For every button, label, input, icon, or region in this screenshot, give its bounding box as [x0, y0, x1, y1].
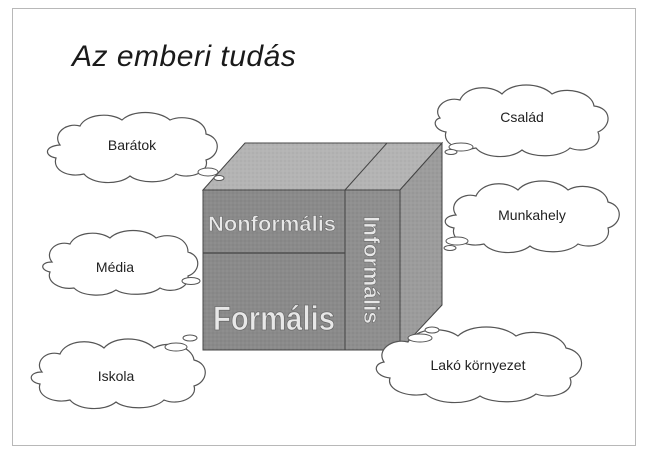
cloud-iskola: Iskola [30, 334, 206, 410]
cloud-label-munkahely: Munkahely [498, 207, 566, 223]
cloud-label-iskola: Iskola [98, 368, 135, 384]
cloud-label-lako-kornyezet: Lakó környezet [431, 357, 526, 373]
cloud-baratok: Barátok [46, 111, 225, 184]
cube-label-informal: Informális [359, 216, 384, 324]
cloud-csalad: Család [434, 84, 609, 158]
cube-label-nonformal: Nonformális [208, 213, 336, 236]
knowledge-cube: Nonformális Formális Informális [201, 141, 444, 352]
cloud-media: Média [42, 229, 201, 296]
cloud-munkahely: Munkahely [443, 180, 620, 254]
cube-label-formal: Formális [213, 300, 335, 338]
slide-title: Az emberi tudás [72, 40, 297, 73]
cloud-lako-kornyezet: Lakó környezet [375, 326, 583, 404]
cloud-label-csalad: Család [500, 109, 544, 125]
cloud-label-baratok: Barátok [108, 137, 157, 153]
cloud-label-media: Média [96, 259, 134, 275]
